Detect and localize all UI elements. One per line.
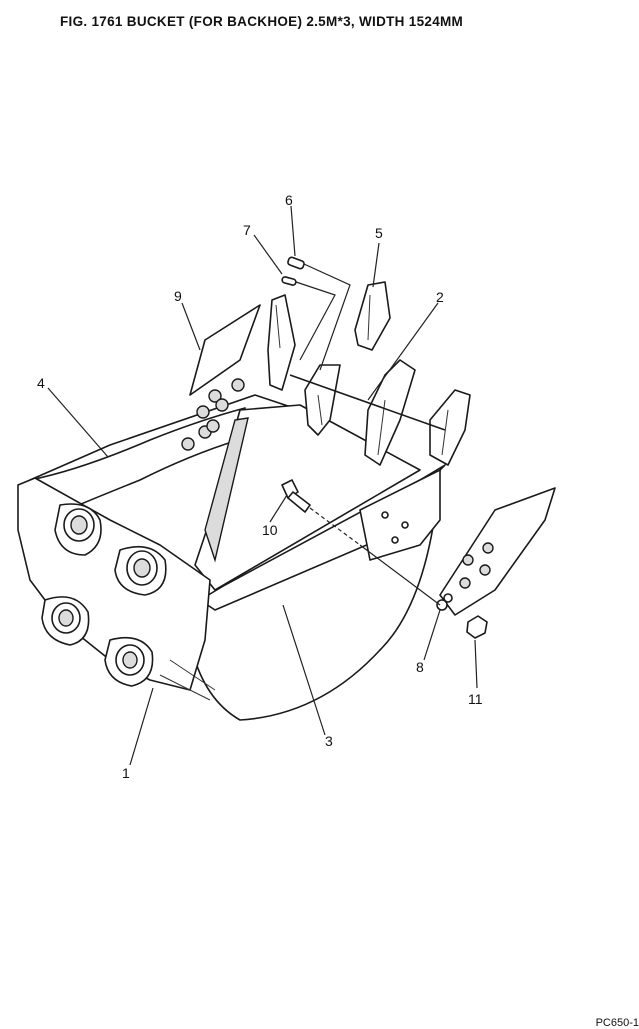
callout-3: 3 xyxy=(325,733,333,749)
teeth-and-adapters xyxy=(267,281,471,466)
callout-9: 9 xyxy=(174,288,182,304)
right-side-cutter xyxy=(436,487,556,616)
drawing-code: PC650-1 xyxy=(595,1017,639,1029)
callout-6: 6 xyxy=(285,192,293,208)
left-side-cutter xyxy=(189,304,261,396)
callout-4: 4 xyxy=(37,375,45,391)
callout-1: 1 xyxy=(122,765,130,781)
side-plate-bolt-holes xyxy=(181,378,409,544)
callout-10: 10 xyxy=(262,522,278,538)
bolt xyxy=(281,479,441,606)
callout-8: 8 xyxy=(416,659,424,675)
callout-5: 5 xyxy=(375,225,383,241)
bucket-shell xyxy=(29,394,446,721)
bucket-boss-structure xyxy=(17,477,216,701)
callout-labels: 1 2 3 4 5 6 7 8 9 10 11 xyxy=(37,192,483,781)
nut xyxy=(466,615,488,639)
figure-title: FIG. 1761 BUCKET (FOR BACKHOE) 2.5M*3, W… xyxy=(60,14,464,29)
callout-11: 11 xyxy=(468,691,483,707)
tooth-pin-and-lock xyxy=(281,256,351,371)
callout-7: 7 xyxy=(243,222,251,238)
callout-2: 2 xyxy=(436,289,444,305)
leader-lines xyxy=(47,205,478,766)
